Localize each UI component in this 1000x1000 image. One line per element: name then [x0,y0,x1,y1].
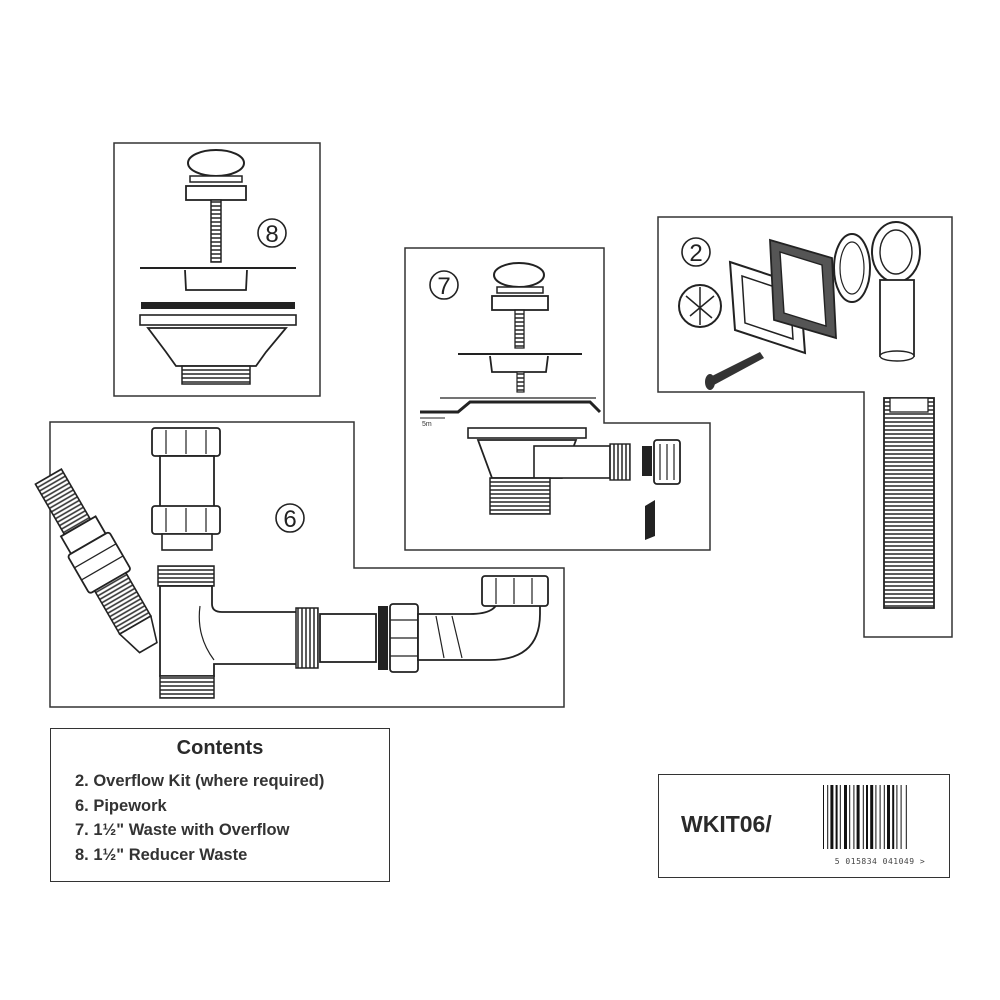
contents-item: 6. Pipework [75,796,167,815]
contents-box: Contents 2. Overflow Kit (where required… [50,728,390,882]
panel-item-7 [404,247,711,551]
marker-2: 2 [689,240,702,267]
marker-6: 6 [283,506,296,533]
barcode: 5 015834 041049 > [819,785,941,871]
contents-title: Contents [176,737,264,759]
marker-7: 7 [437,273,450,300]
contents-item: 7. 1½" Waste with Overflow [75,821,290,839]
product-code: WKIT06/ [681,811,772,837]
barcode-bars [823,785,907,849]
barcode-number: 5 015834 041049 > [834,857,926,866]
contents-list: 2. Overflow Kit (where required) 6. Pipe… [75,769,324,867]
product-code-box: WKIT06/ 5 015834 041049 > [658,774,950,878]
panel-item-6 [34,421,565,708]
panel-item-2 [657,216,953,638]
contents-item: 8. 1½" Reducer Waste [75,845,248,864]
panel-item-8 [113,142,321,397]
marker-8: 8 [265,221,278,248]
small-annotation: 5m [422,421,432,428]
contents-item: 2. Overflow Kit (where required) [75,772,325,790]
